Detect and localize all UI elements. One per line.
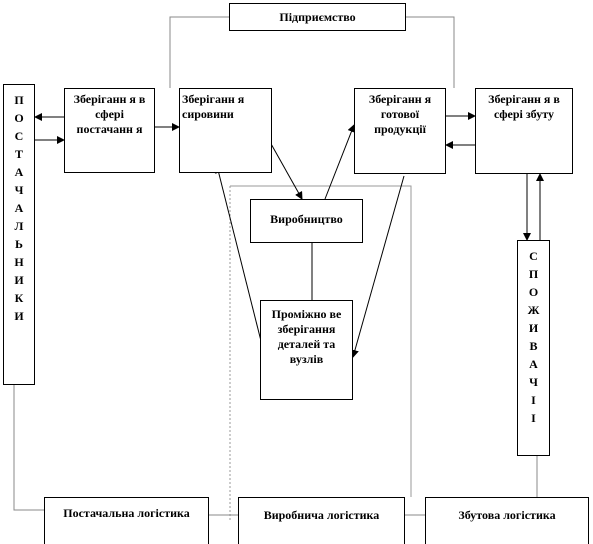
arrow-finished-to-intermediate <box>351 175 405 358</box>
production-label: Виробництво <box>270 212 343 226</box>
storage-sales-box: Зберіганн я в сфері збуту <box>475 88 573 174</box>
consumers-letter: И <box>528 321 539 335</box>
storage-finished-label: Зберіганн я готової продукції <box>368 92 432 136</box>
suppliers-letter: С <box>14 129 24 143</box>
supply-logistics-box: Постачальна логістика <box>44 497 209 544</box>
consumers-letter: П <box>528 267 539 281</box>
consumers-letter: А <box>529 357 538 371</box>
storage-supply-label: Зберіганн я в сфері постачанн я <box>73 92 146 136</box>
arrow-raw-to-production <box>269 141 303 200</box>
suppliers-letter: И <box>14 309 24 323</box>
arrow-production-to-finished <box>324 124 356 200</box>
suppliers-to-logistics-line <box>13 385 44 511</box>
consumers-letter: І <box>531 393 536 407</box>
enterprise-box: Підприємство <box>229 3 406 31</box>
sales-logistics-label: Збутова логістика <box>458 508 556 522</box>
consumers-letter: Ж <box>527 303 540 317</box>
enterprise-frame-line-right <box>406 16 455 88</box>
storage-finished-box: Зберіганн я готової продукції <box>354 88 446 174</box>
suppliers-letter: Л <box>14 219 24 233</box>
storage-sales-label: Зберіганн я в сфері збуту <box>488 92 560 121</box>
enterprise-frame-line <box>169 16 229 88</box>
suppliers-letter: К <box>14 291 24 305</box>
consumers-letter: В <box>529 339 538 353</box>
suppliers-letter: И <box>14 273 24 287</box>
production-box: Виробництво <box>250 199 363 243</box>
consumers-letter: І <box>531 411 536 425</box>
suppliers-letter: П <box>14 93 24 107</box>
storage-supply-box: Зберіганн я в сфері постачанн я <box>64 88 155 173</box>
production-logistics-label: Виробнича логістика <box>263 508 380 522</box>
consumers-letter: Ч <box>529 375 538 389</box>
enterprise-label: Підприємство <box>279 10 356 24</box>
storage-raw-label: Зберіганн я сировини <box>182 92 245 121</box>
production-logistics-box: Виробнича логістика <box>238 497 405 544</box>
production-dotted-top <box>230 185 412 497</box>
suppliers-letter: Т <box>14 147 23 161</box>
intermediate-label: Проміжно ве зберігання деталей та вузлів <box>271 307 342 366</box>
supply-logistics-label: Постачальна логістика <box>63 506 190 520</box>
storage-raw-box: Зберіганн я сировини <box>179 88 272 173</box>
suppliers-letter: А <box>14 165 24 179</box>
suppliers-letter: Н <box>14 255 24 269</box>
sales-logistics-box: Збутова логістика <box>425 497 589 544</box>
arrow-intermediate-to-raw <box>214 165 263 346</box>
suppliers-letter: А <box>14 201 24 215</box>
suppliers-letter: О <box>14 111 24 125</box>
suppliers-letter: Ь <box>15 237 23 251</box>
intermediate-box: Проміжно ве зберігання деталей та вузлів <box>260 300 353 400</box>
consumers-letter: О <box>528 285 539 299</box>
consumers-letter: С <box>529 249 538 263</box>
suppliers-letter: Ч <box>14 183 24 197</box>
